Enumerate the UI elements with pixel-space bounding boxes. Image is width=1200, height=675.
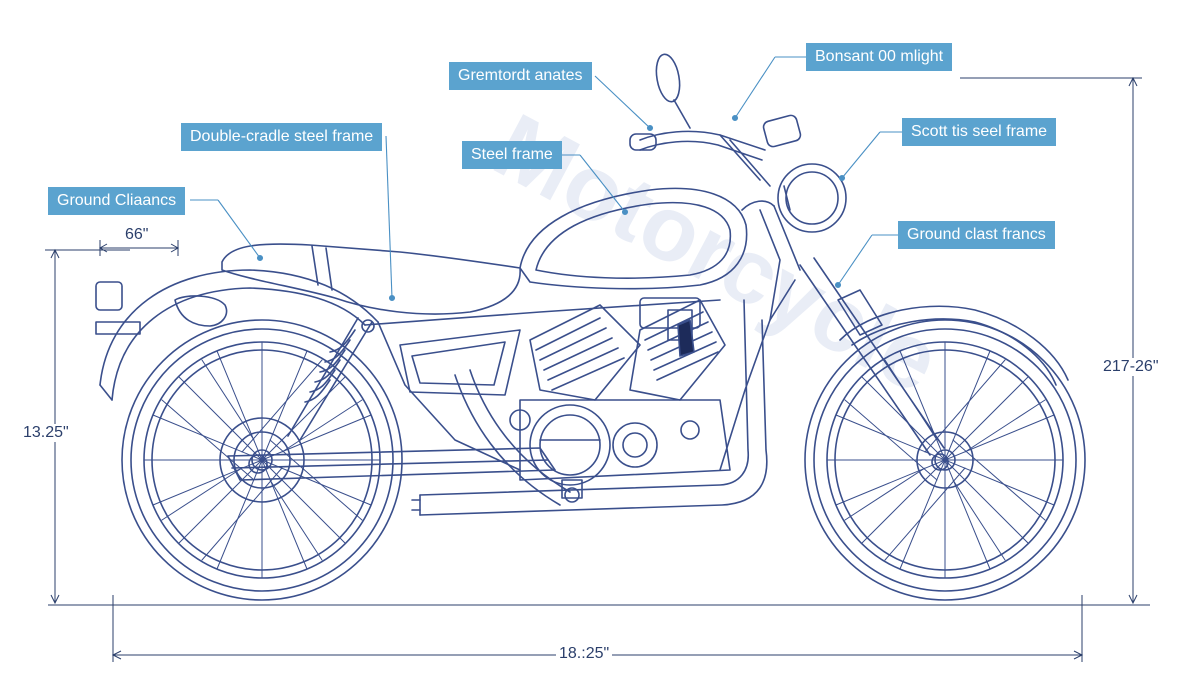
front-wheel (804, 319, 1086, 601)
callout-ground-clast-francs: Ground clast francs (898, 221, 1055, 249)
callout-leaders (190, 56, 908, 302)
dimension-right-height: 217-26" (1100, 358, 1162, 376)
dimension-overall-length: 18.:25" (556, 645, 613, 663)
dimension-left-height: 13.25" (20, 424, 72, 442)
callout-steel-frame: Steel frame (462, 141, 562, 169)
engine (509, 297, 731, 503)
callout-bonsant-mlight: Bonsant 00 mlight (806, 43, 953, 71)
callout-scott-tis-seel-frame: Scott tis seel frame (902, 118, 1057, 146)
rear-wheel (121, 319, 403, 601)
motorcycle-outline (95, 53, 1086, 601)
callout-gremtordt-anates: Gremtordt anates (449, 62, 592, 90)
callout-ground-cliaancs: Ground Cliaancs (48, 187, 186, 215)
callout-double-cradle-steel-frame: Double-cradle steel frame (181, 123, 383, 151)
dimension-seat-width: 66" (122, 226, 152, 244)
